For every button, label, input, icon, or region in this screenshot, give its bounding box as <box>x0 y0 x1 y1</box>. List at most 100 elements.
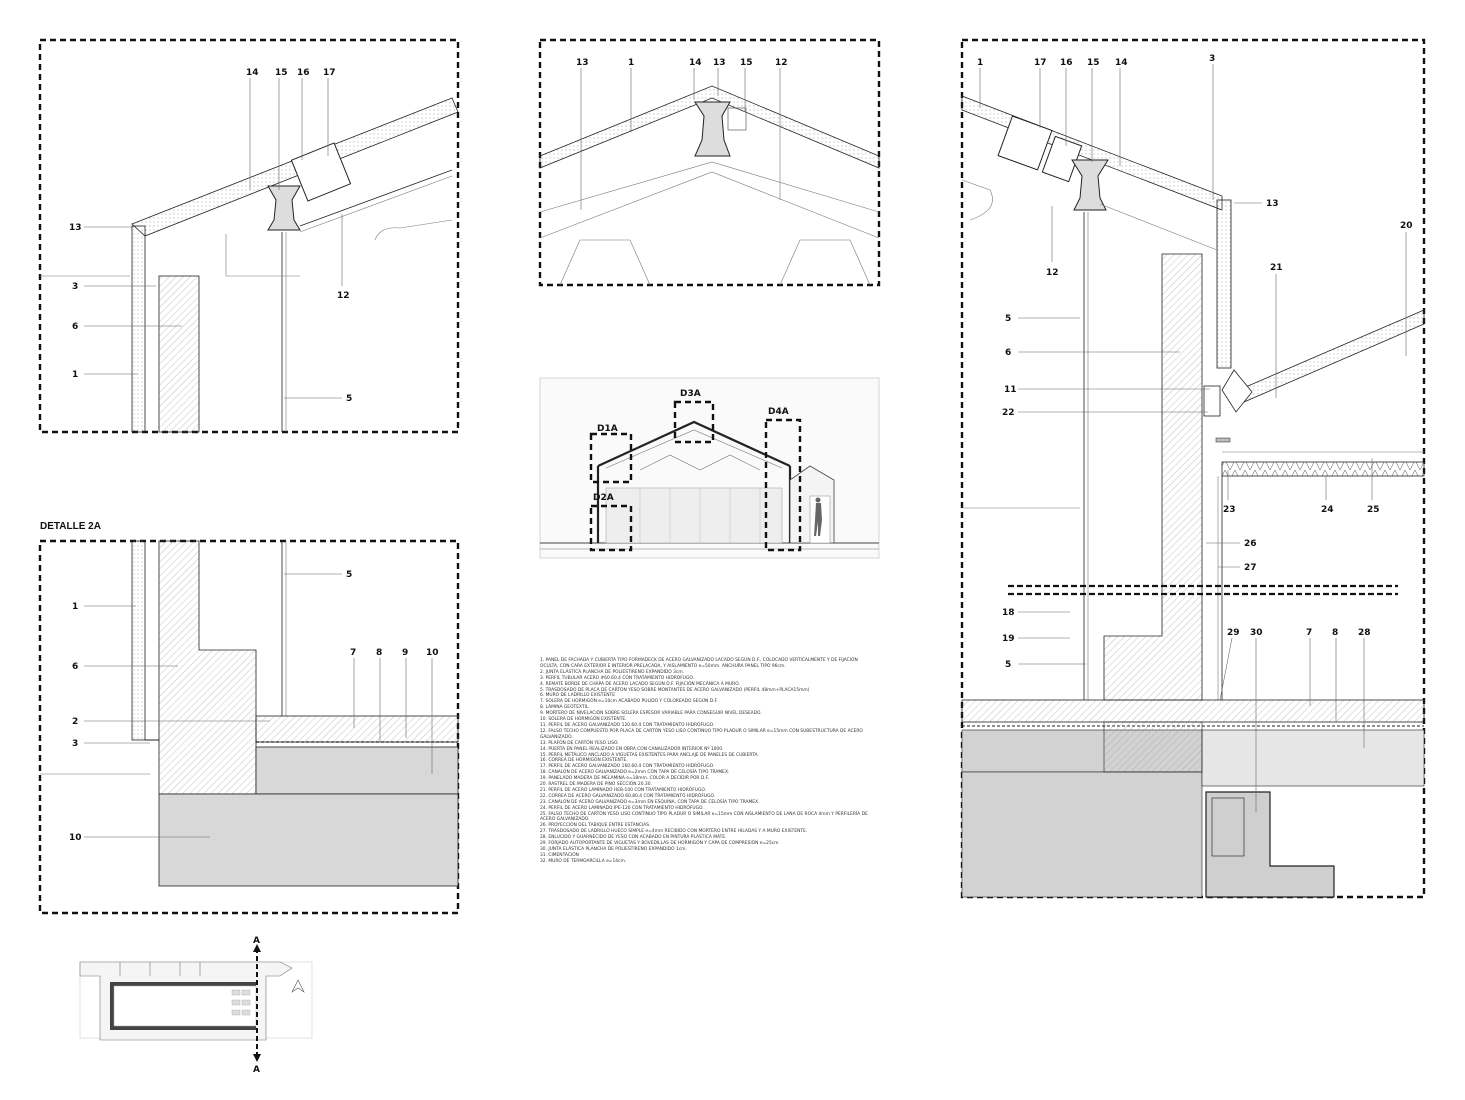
d1a-callout: 16 <box>297 68 310 78</box>
d2a-callout: 5 <box>346 570 352 580</box>
d3a-callout: 15 <box>740 58 753 68</box>
legend-item: 23. CANALÓN DE ACERO GALVANIZADO e=3mm E… <box>540 799 760 805</box>
d4a-callout: 13 <box>1266 199 1279 209</box>
legend-item: 4. REMATE BORDE DE CHAPA DE ACERO LACADO… <box>540 681 740 687</box>
d4a-leaders <box>979 64 1407 812</box>
legend-item: 6. MURO DE LADRILLO EXISTENTE <box>540 693 615 699</box>
legend-item: 17. PERFIL DE ACERO GALVANIZADO 160.60.4… <box>540 764 715 770</box>
d1a-callout: 1 <box>72 370 78 380</box>
d4a-callout: 25 <box>1367 505 1380 515</box>
legend-item: 24. PERFIL DE ACERO LAMINADO IPE-120 CON… <box>540 805 704 811</box>
d1a-callout: 14 <box>246 68 259 78</box>
legend-item: 13. PLAFÓN DE CARTÓN YESO LISO. <box>540 740 619 746</box>
legend-item: 15. PERFIL METÁLICO ANCLADO A VIGUETAS E… <box>540 752 759 758</box>
detail-2a-title: DETALLE 2A <box>40 521 101 532</box>
d4a-callout: 16 <box>1060 58 1073 68</box>
panel-d2a: DETALLE 2A 5 1 6 7 8 <box>38 521 460 915</box>
north-arrow-icon <box>291 979 305 993</box>
legend-item: 7. SOLERA DE HORMIGÓN e=10cm ACABADO PUL… <box>540 699 718 705</box>
legend-item: 12. FALSO TECHO COMPUESTO POR PLACA DE C… <box>540 728 863 740</box>
legend-list: 1. PANEL DE FACHADA Y CUBIERTA TIPO FORM… <box>540 658 875 865</box>
d4a-callout: 27 <box>1244 563 1257 573</box>
key-plan: A A <box>79 936 313 1075</box>
d4a-callout: 15 <box>1087 58 1100 68</box>
d1a-leaders <box>84 78 343 399</box>
d2a-callout: 9 <box>402 648 408 658</box>
panel-d3a: 13 1 14 13 15 12 <box>538 38 881 287</box>
legend-item: 30. JUNTA ELÁSTICA PLANCHA DE POLIESTIRE… <box>540 847 687 852</box>
key-label-d3a: D3A <box>680 389 701 399</box>
legend-item: 32. MURO DE TERMOARCILLA e=14cm. <box>540 858 627 864</box>
key-label-d4a: D4A <box>768 407 789 417</box>
d2a-callout: 7 <box>350 648 356 658</box>
person-figure <box>814 497 822 536</box>
legend-item: 3. PERFIL TUBULAR ACERO #60.60.4 CON TRA… <box>540 675 695 681</box>
panel-d4a: 1 17 16 15 14 3 13 20 21 12 5 6 11 22 23… <box>960 38 1426 899</box>
d2a-callout: 10 <box>69 833 82 843</box>
d4a-callout: 23 <box>1223 505 1236 515</box>
d2a-callout: 8 <box>376 648 382 658</box>
legend-item: 28. ENLUCIDO Y GUARNECIDO DE YESO CON AC… <box>540 835 727 841</box>
d4a-callout: 8 <box>1332 628 1338 638</box>
legend-item: 25. FALSO TECHO DE CARTÓN YESO LISO CONT… <box>540 811 868 823</box>
key-label-d1a: D1A <box>597 424 618 434</box>
legend-item: 9. MORTERO DE NIVELACIÓN SOBRE SOLERA ES… <box>540 711 762 717</box>
d1a-callout: 5 <box>346 394 352 404</box>
d4a-callout: 7 <box>1306 628 1312 638</box>
d4a-callout: 26 <box>1244 539 1257 549</box>
d3a-callout: 13 <box>713 58 726 68</box>
d1a-callout: 15 <box>275 68 288 78</box>
d3a-callout: 1 <box>628 58 634 68</box>
d4a-callout: 20 <box>1400 221 1413 231</box>
d4a-callout: 5 <box>1005 314 1011 324</box>
d4a-callout: 28 <box>1358 628 1371 638</box>
d2a-callout: 6 <box>72 662 78 672</box>
legend-item: 26. PROYECCIÓN DEL TABIQUE ENTRE ESTANCI… <box>540 823 651 829</box>
d3a-leaders <box>580 68 781 210</box>
d4a-callout: 30 <box>1250 628 1263 638</box>
d2a-callout: 1 <box>72 602 78 612</box>
legend-item: 19. PANELADO MADERA DE MELAMINA e=18mm. … <box>540 776 709 782</box>
section-marker-top: A <box>253 936 260 946</box>
panel-d1a: 14 15 16 17 13 3 6 1 12 5 <box>38 38 460 434</box>
d3a-callout: 14 <box>689 58 702 68</box>
legend-item: 5. TRASDOSADO DE PLACA DE CARTÓN YESO SO… <box>540 687 810 693</box>
d4a-callout: 3 <box>1209 54 1215 64</box>
legend-item: 8. LÁMINA GEOTEXTIL. <box>540 705 590 711</box>
d4a-callout: 18 <box>1002 608 1015 618</box>
legend-item: 11. PERFIL DE ACERO GALVANIZADO 120.60.4… <box>540 722 715 728</box>
d1a-callout: 6 <box>72 322 78 332</box>
legend-item: 29. FORJADO AUTOPORTANTE DE VIGUETAS Y B… <box>540 841 779 847</box>
section-marker-bottom: A <box>253 1065 260 1075</box>
d3a-callout: 12 <box>775 58 788 68</box>
legend-item: 20. RASTREL DE MADERA DE PINO SECCIÓN 20… <box>540 782 652 788</box>
d4a-callout: 12 <box>1046 268 1059 278</box>
d4a-callout: 6 <box>1005 348 1011 358</box>
key-section: D1A D2A D3A D4A <box>539 377 880 559</box>
legend-item: 14. PUERTA EN PANEL REALIZADO EN OBRA CO… <box>540 746 724 752</box>
d4a-callout: 29 <box>1227 628 1240 638</box>
d4a-callout: 14 <box>1115 58 1128 68</box>
d1a-callout: 17 <box>323 68 336 78</box>
d4a-callout: 1 <box>977 58 983 68</box>
d1a-callout: 12 <box>337 291 350 301</box>
d1a-callout: 13 <box>69 223 82 233</box>
legend-item: 2. JUNTA ELÁSTICA PLANCHA DE POLIESTIREN… <box>540 669 685 675</box>
legend-item: 31. CIMENTACIÓN <box>540 852 579 858</box>
d4a-callout: 5 <box>1005 660 1011 670</box>
legend-item: 18. CANALÓN DE ACERO GALVANIZADO e=2mm C… <box>540 770 730 776</box>
d1a-callout: 3 <box>72 282 78 292</box>
key-label-d2a: D2A <box>593 493 614 503</box>
legend-item: 16. CORREA DE HORMIGÓN EXISTENTE. <box>540 758 628 764</box>
d2a-leaders <box>84 573 433 838</box>
legend-item: 22. CORREA DE ACERO GALVANIZADO 60.80.4 … <box>540 793 716 799</box>
legend-item: 10. SOLERA DE HORMIGÓN EXISTENTE. <box>540 717 627 723</box>
d2a-callout: 10 <box>426 648 439 658</box>
d2a-callout: 2 <box>72 717 78 727</box>
legend-item: 21. PERFIL DE ACERO LAMINADO HEB-100 CON… <box>540 787 707 793</box>
legend-item: 1. PANEL DE FACHADA Y CUBIERTA TIPO FORM… <box>540 658 858 669</box>
legend-item: 27. TRASDOSADO DE LADRILLO HUECO SIMPLE … <box>540 829 808 835</box>
d4a-callout: 22 <box>1002 408 1015 418</box>
d4a-callout: 17 <box>1034 58 1047 68</box>
